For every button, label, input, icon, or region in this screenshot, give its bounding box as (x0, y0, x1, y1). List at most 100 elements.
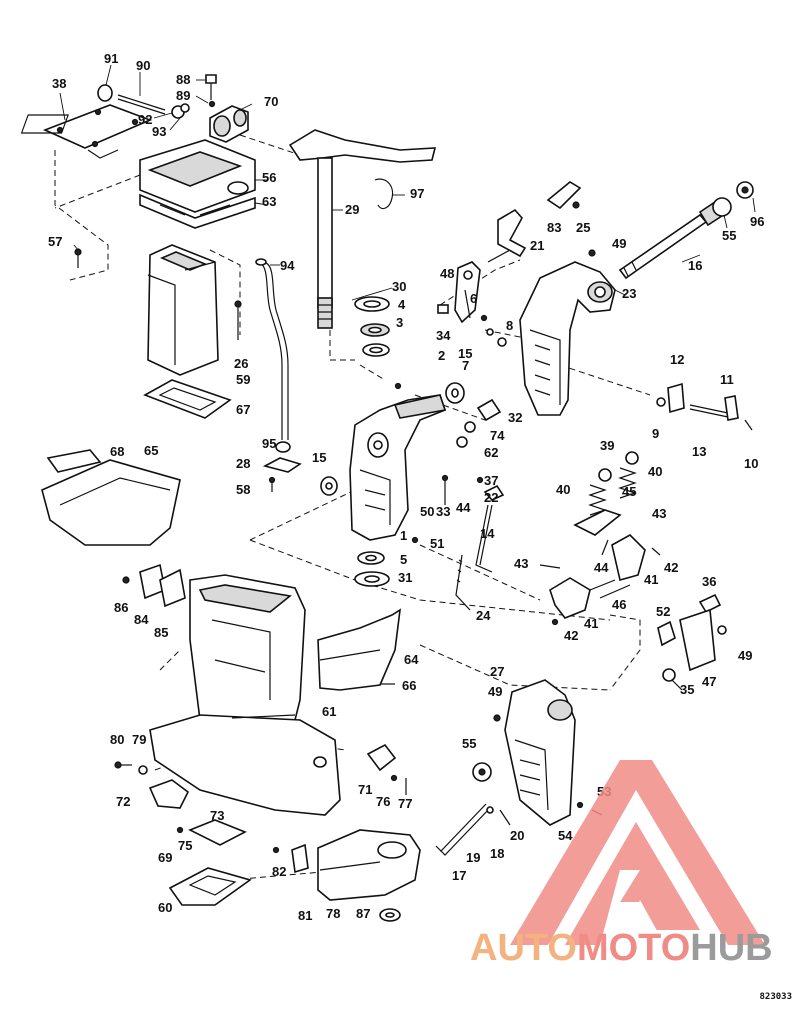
washers-5-31 (354, 551, 390, 587)
callout-label: 63 (262, 194, 276, 209)
adapter-plate-56 (139, 139, 256, 229)
tilt-tube-16 (588, 181, 754, 280)
callout-label: 46 (612, 597, 626, 612)
water-intake-parts-72 (114, 761, 252, 906)
callout-label: 67 (236, 402, 250, 417)
callout-label: 79 (132, 732, 146, 747)
callout-label: 40 (556, 482, 570, 497)
callout-label: 53 (597, 784, 611, 799)
callout-label: 56 (262, 170, 276, 185)
callout-label: 17 (452, 868, 466, 883)
swivel-parts-2-15-32 (394, 382, 502, 448)
callout-label: 34 (436, 328, 451, 343)
front-cover-65 (41, 449, 181, 546)
callout-label: 35 (680, 682, 694, 697)
callout-label: 22 (484, 490, 498, 505)
clip-97 (374, 178, 394, 210)
callout-label: 43 (652, 506, 666, 521)
callout-label: 37 (484, 473, 498, 488)
callout-label: 50 (420, 504, 434, 519)
callout-label: 61 (322, 704, 336, 719)
plate-84-85 (122, 563, 186, 608)
callout-label: 49 (488, 684, 502, 699)
plate-81 (272, 843, 309, 874)
cover-plate-38 (20, 104, 153, 159)
callout-label: 42 (564, 628, 578, 643)
callout-label: 24 (476, 608, 491, 623)
callout-label: 68 (110, 444, 124, 459)
callout-label: 31 (398, 570, 412, 585)
callout-label: 6 (470, 291, 477, 306)
callout-label: 45 (622, 484, 636, 499)
callout-label: 9 (652, 426, 659, 441)
spring-set-39-40 (573, 451, 639, 556)
callout-label: 38 (52, 76, 66, 91)
stern-bracket-27 (472, 679, 576, 826)
callout-label: 23 (622, 286, 636, 301)
callout-label: 81 (298, 908, 312, 923)
steering-arm-29 (288, 129, 437, 329)
gasket-67 (143, 379, 232, 419)
callout-label: 75 (178, 838, 192, 853)
callout-label: 21 (530, 238, 544, 253)
callout-label: 76 (376, 794, 390, 809)
screw-26 (234, 300, 242, 340)
callout-label: 57 (48, 234, 62, 249)
callout-label: 55 (462, 736, 476, 751)
callout-label: 10 (744, 456, 758, 471)
callout-label: 49 (612, 236, 626, 251)
callout-label: 74 (490, 428, 505, 443)
callout-label: 66 (402, 678, 416, 693)
callout-label: 80 (110, 732, 124, 747)
callout-label: 89 (176, 88, 190, 103)
callout-label: 41 (644, 572, 658, 587)
anode-71 (366, 743, 407, 795)
swivel-bracket-1 (320, 394, 447, 541)
callout-label: 59 (236, 372, 250, 387)
callout-label: 2 (438, 348, 445, 363)
callout-label: 41 (584, 616, 598, 631)
callout-label: 94 (280, 258, 295, 273)
callout-label: 1 (400, 528, 407, 543)
callout-label: 84 (134, 612, 149, 627)
callout-label: 14 (480, 526, 495, 541)
callout-label: 72 (116, 794, 130, 809)
splash-guard-64 (317, 608, 402, 691)
clip-87 (379, 908, 401, 922)
callout-label: 96 (750, 214, 764, 229)
callout-label: 25 (576, 220, 590, 235)
linkage-14-24 (411, 474, 505, 611)
exhaust-housing-59 (147, 244, 219, 376)
tilt-lock-41-46 (539, 534, 661, 626)
callout-label: 83 (547, 220, 561, 235)
callout-label: 97 (410, 186, 424, 201)
callout-label: 64 (404, 652, 419, 667)
callout-label: 73 (210, 808, 224, 823)
diagram-id-code: 823033 (759, 992, 792, 1002)
callout-label: 29 (345, 202, 359, 217)
pin-set-12-13 (656, 382, 753, 431)
callout-label: 5 (400, 552, 407, 567)
callout-label: 54 (558, 828, 573, 843)
callout-label: 42 (664, 560, 678, 575)
driveshaft-housing-61 (149, 574, 341, 816)
callout-label: 32 (508, 410, 522, 425)
callout-label: 51 (430, 536, 444, 551)
lower-unit-78 (317, 829, 421, 901)
grommet-95-set (262, 441, 302, 492)
callout-label: 39 (600, 438, 614, 453)
callout-label: 13 (692, 444, 706, 459)
callout-label: 26 (234, 356, 248, 371)
callout-label: 4 (398, 297, 406, 312)
callout-label: 15 (312, 450, 326, 465)
callout-label: 20 (510, 828, 524, 843)
callout-label: 11 (720, 372, 734, 387)
lever-21 (487, 181, 582, 263)
callout-label: 78 (326, 906, 340, 921)
callout-label: 30 (392, 279, 406, 294)
callout-label: 92 (138, 112, 152, 127)
callout-label: 88 (176, 72, 190, 87)
callout-label: 33 (436, 504, 450, 519)
callout-label: 95 (262, 436, 276, 451)
